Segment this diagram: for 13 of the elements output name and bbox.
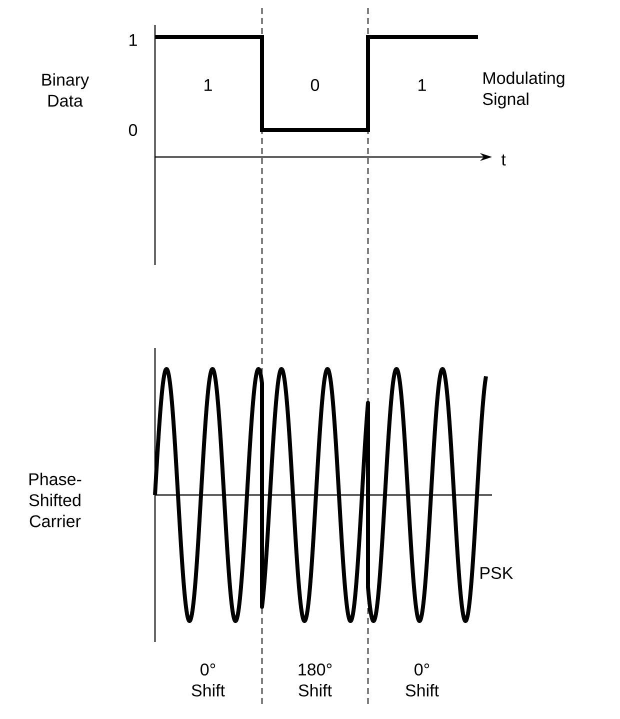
phase-shift-label: 0° Shift <box>406 663 439 697</box>
signal-label: Modulating Signal <box>482 72 564 108</box>
axis-tick-label: 1 <box>130 34 137 46</box>
signal-label: PSK <box>480 566 514 580</box>
bit-value: 0 <box>310 78 320 92</box>
axis-label: Phase-Shifted Carrier <box>29 472 82 528</box>
bit-value: 1 <box>204 79 212 91</box>
axis-label: Binary Data <box>42 73 90 107</box>
axis-label: t <box>501 154 506 166</box>
phase-shift-label: 0° Shift <box>192 663 225 697</box>
bit-value: 1 <box>418 79 426 91</box>
phase-shift-label: 180° Shift <box>298 663 332 697</box>
axis-tick-label: 0 <box>128 124 138 136</box>
